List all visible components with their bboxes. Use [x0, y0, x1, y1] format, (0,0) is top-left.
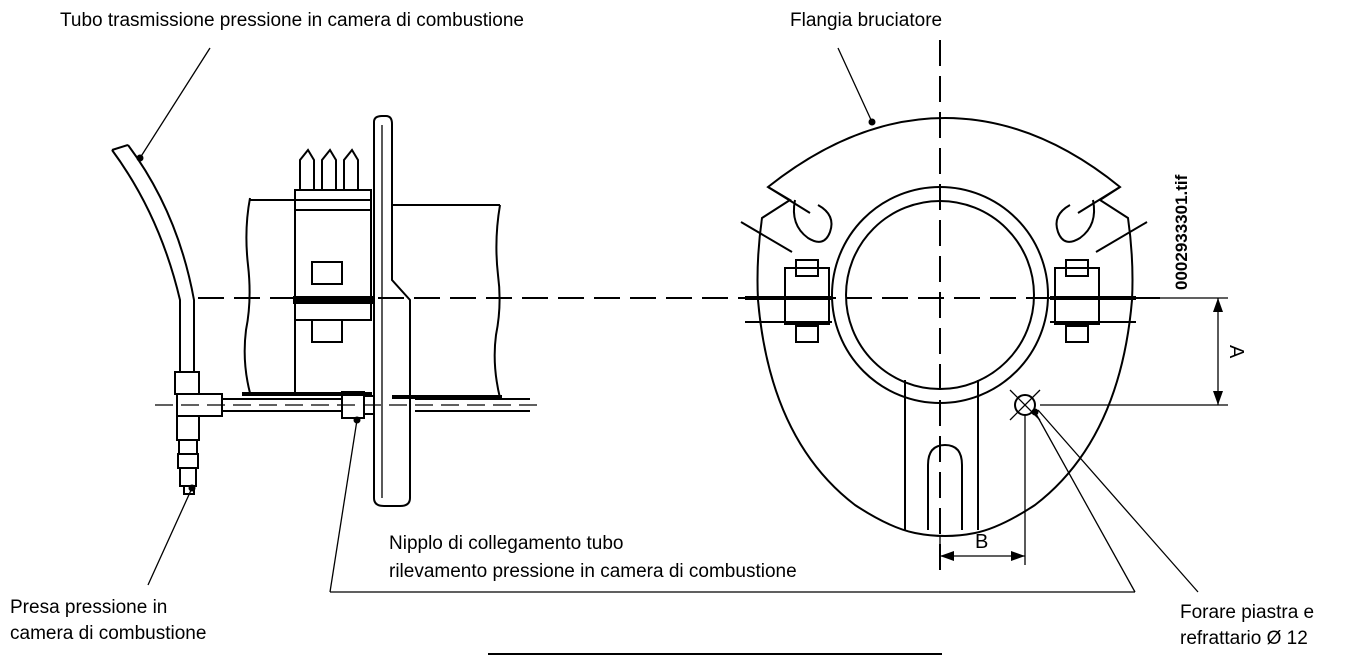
dimension-b-label: B [975, 531, 988, 553]
drill-label-line2: refrattario Ø 12 [1180, 628, 1308, 649]
file-id-label: 0002933301.tif [1172, 174, 1191, 290]
leader-lines [136, 47, 1199, 593]
pressure-tap-label-line1: Presa pressione in [10, 597, 168, 618]
burner-flange-label: Flangia bruciatore [790, 10, 943, 31]
dimension-a-label: A [1225, 345, 1247, 359]
nipple-label-line2: rilevamento pressione in camera di combu… [389, 561, 797, 582]
pressure-tube-label: Tubo trasmissione pressione in camera di… [60, 10, 524, 31]
drill-label-line1: Forare piastra e [1180, 602, 1315, 623]
nipple-label-line1: Nipplo di collegamento tubo [389, 533, 624, 554]
front-view [740, 40, 1228, 570]
side-view [111, 115, 545, 507]
pressure-tap-label-line2: camera di combustione [10, 623, 207, 644]
